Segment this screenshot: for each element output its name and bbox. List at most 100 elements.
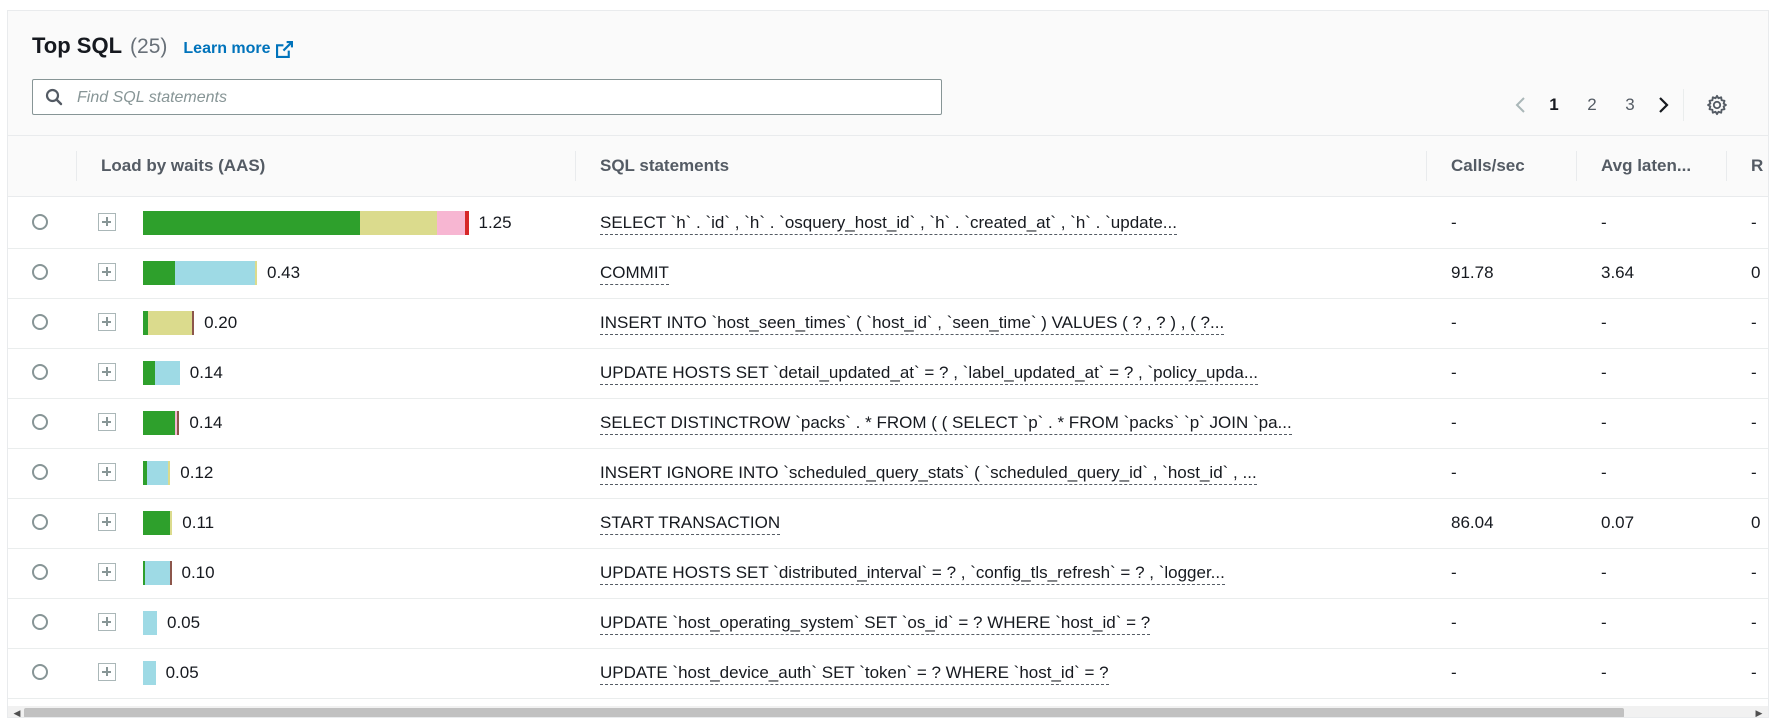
expand-plus-icon[interactable] <box>98 513 116 531</box>
table-row[interactable]: 0.14 SELECT DISTINCTROW `packs` . * FROM … <box>8 398 1768 449</box>
load-value: 0.14 <box>189 413 223 432</box>
external-link-icon <box>275 40 293 58</box>
expand-plus-icon[interactable] <box>98 213 116 231</box>
load-bar-segment-io <box>148 311 192 335</box>
sql-statement-text: START TRANSACTION <box>600 513 781 535</box>
sql-statement-text: INSERT INTO `host_seen_times` ( `host_id… <box>600 313 1225 335</box>
cell-extra: - <box>1751 613 1757 632</box>
table-row[interactable]: 0.10 UPDATE HOSTS SET `distributed_interv… <box>8 548 1768 599</box>
load-bar-segment-edge_a <box>465 211 469 235</box>
row-select-radio[interactable] <box>32 514 48 530</box>
scrollbar-thumb[interactable] <box>24 708 1624 717</box>
pagination: 1 2 3 <box>1505 91 1679 119</box>
cell-latency: - <box>1601 213 1607 232</box>
table-row[interactable]: 0.12 INSERT IGNORE INTO `scheduled_query_… <box>8 448 1768 499</box>
row-select-radio[interactable] <box>32 364 48 380</box>
sql-statement-link[interactable]: START TRANSACTION <box>600 498 781 548</box>
sql-statement-link[interactable]: UPDATE `host_device_auth` SET `token` = … <box>600 648 1109 698</box>
page-3-button[interactable]: 3 <box>1625 95 1635 114</box>
sql-statement-link[interactable]: SELECT `h` . `id` , `h` . `osquery_host_… <box>600 198 1177 248</box>
row-select-radio[interactable] <box>32 464 48 480</box>
sql-statement-link[interactable]: UPDATE `host_operating_system` SET `os_i… <box>600 598 1151 648</box>
row-select-radio[interactable] <box>32 414 48 430</box>
column-load-by-waits[interactable]: Load by waits (AAS) <box>101 156 266 175</box>
cell-extra: - <box>1751 313 1757 332</box>
scroll-left-arrow-icon[interactable]: ◀ <box>13 708 21 718</box>
sql-statement-link[interactable]: SELECT DISTINCTROW `packs` . * FROM ( ( … <box>600 398 1292 448</box>
cell-extra: 0 <box>1751 513 1761 532</box>
row-select-radio[interactable] <box>32 264 48 280</box>
load-bar <box>143 311 195 335</box>
search-input[interactable] <box>75 80 929 116</box>
column-avg-latency[interactable]: Avg laten... <box>1601 156 1692 175</box>
expand-plus-icon[interactable] <box>98 263 116 281</box>
chevron-right-icon <box>1659 97 1669 113</box>
page-2-button[interactable]: 2 <box>1587 95 1597 114</box>
sql-statement-link[interactable]: UPDATE HOSTS SET `distributed_interval` … <box>600 548 1225 598</box>
sql-statement-link[interactable]: COMMIT <box>600 248 669 298</box>
cell-calls: 86.04 <box>1451 513 1494 532</box>
column-truncated[interactable]: R <box>1751 156 1764 175</box>
next-page-button[interactable] <box>1649 91 1679 119</box>
row-select-radio[interactable] <box>32 614 48 630</box>
preferences-button[interactable] <box>1706 94 1728 121</box>
load-bar <box>143 461 171 485</box>
scroll-right-arrow-icon[interactable]: ▶ <box>1755 708 1763 718</box>
load-value: 0.05 <box>167 613 201 632</box>
learn-more-link[interactable]: Learn more <box>183 40 293 58</box>
row-select-radio[interactable] <box>32 564 48 580</box>
load-value: 0.20 <box>204 313 238 332</box>
toolbar-divider <box>1683 89 1684 121</box>
load-bar <box>143 561 172 585</box>
cell-calls: - <box>1451 213 1457 232</box>
sql-statement-link[interactable]: INSERT IGNORE INTO `scheduled_query_stat… <box>600 448 1257 498</box>
cell-latency: - <box>1601 613 1607 632</box>
expand-plus-icon[interactable] <box>98 313 116 331</box>
row-select-radio[interactable] <box>32 314 48 330</box>
column-calls-per-sec[interactable]: Calls/sec <box>1451 156 1525 175</box>
cell-latency: - <box>1601 563 1607 582</box>
sql-statement-text: SELECT `h` . `id` , `h` . `osquery_host_… <box>600 213 1177 235</box>
sql-statement-link[interactable]: UPDATE HOSTS SET `detail_updated_at` = ?… <box>600 348 1259 398</box>
learn-more-label: Learn more <box>183 40 271 57</box>
expand-plus-icon[interactable] <box>98 463 116 481</box>
row-select-radio[interactable] <box>32 214 48 230</box>
cell-latency: - <box>1601 363 1607 382</box>
cell-calls: - <box>1451 563 1457 582</box>
column-sql-statements[interactable]: SQL statements <box>600 156 730 175</box>
cell-calls: - <box>1451 463 1457 482</box>
cell-latency: 3.64 <box>1601 263 1635 282</box>
cell-calls: 91.78 <box>1451 263 1494 282</box>
load-value: 0.12 <box>180 463 214 482</box>
cell-latency: - <box>1601 663 1607 682</box>
load-bar-segment-edge_b <box>177 411 180 435</box>
table-row[interactable]: 0.05 UPDATE `host_operating_system` SET `… <box>8 598 1768 649</box>
row-select-radio[interactable] <box>32 664 48 680</box>
cell-calls: - <box>1451 313 1457 332</box>
load-bar-segment-edge_b <box>169 561 172 585</box>
page-1-button[interactable]: 1 <box>1549 95 1559 114</box>
column-separator <box>1576 151 1577 181</box>
expand-plus-icon[interactable] <box>98 663 116 681</box>
expand-plus-icon[interactable] <box>98 363 116 381</box>
cell-extra: - <box>1751 213 1757 232</box>
previous-page-button[interactable] <box>1505 91 1535 119</box>
load-value: 0.10 <box>181 563 215 582</box>
load-bar-segment-io <box>255 261 257 285</box>
sql-statement-link[interactable]: INSERT INTO `host_seen_times` ( `host_id… <box>600 298 1225 348</box>
sql-statement-text: COMMIT <box>600 263 669 285</box>
load-bar-segment-sync <box>145 561 170 585</box>
table-row[interactable]: 0.20 INSERT INTO `host_seen_times` ( `hos… <box>8 298 1768 349</box>
expand-plus-icon[interactable] <box>98 613 116 631</box>
load-bar-segment-cpu <box>143 311 149 335</box>
load-bar <box>143 411 180 435</box>
expand-plus-icon[interactable] <box>98 563 116 581</box>
horizontal-scrollbar[interactable]: ◀ ▶ <box>8 706 1768 718</box>
expand-plus-icon[interactable] <box>98 413 116 431</box>
load-bar-segment-lock <box>174 411 178 435</box>
